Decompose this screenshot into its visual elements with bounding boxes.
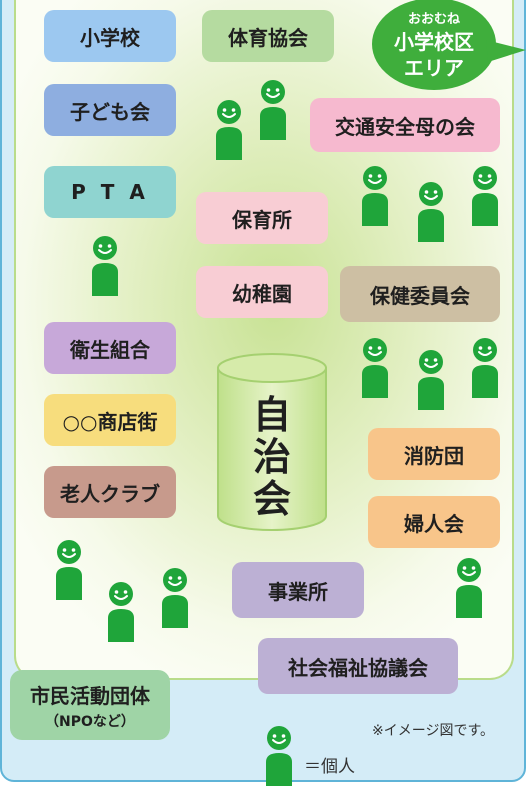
neighborhood-association-cylinder: 自 治 会 [216, 352, 328, 532]
center-label: 自 治 会 [216, 394, 328, 520]
box-fire-brigade: 消防団 [368, 428, 500, 480]
person-icon [256, 80, 290, 140]
person-icon [414, 350, 448, 410]
box-kindergarten: 幼稚園 [196, 266, 328, 318]
area-badge-line1: 小学校区 [394, 30, 474, 54]
box-traffic-safety-mothers: 交通安全母の会 [310, 98, 500, 152]
person-icon [468, 166, 502, 226]
civic-group-sub: （NPOなど） [45, 713, 135, 730]
person-icon [52, 540, 86, 600]
person-icon [468, 338, 502, 398]
area-badge-line2: エリア [404, 56, 464, 80]
person-icon [158, 568, 192, 628]
area-badge: おおむね 小学校区 エリア [368, 0, 526, 100]
legend-person-icon [262, 726, 296, 786]
box-sports-association: 体育協会 [202, 10, 334, 62]
legend-label: ＝個人 [304, 757, 355, 777]
box-shopping-street: ○○商店街 [44, 394, 176, 446]
civic-group-title: 市民活動団体 [30, 683, 150, 708]
box-womens-association: 婦人会 [368, 496, 500, 548]
box-sanitation-association: 衛生組合 [44, 322, 176, 374]
person-icon [358, 338, 392, 398]
center-line-2: 治 [252, 435, 291, 479]
person-icon [104, 582, 138, 642]
box-business-office: 事業所 [232, 562, 364, 618]
person-icon [88, 236, 122, 296]
box-elementary-school: 小学校 [44, 10, 176, 62]
person-icon [358, 166, 392, 226]
center-line-3: 会 [252, 477, 291, 521]
speech-bubble-shape [372, 0, 526, 90]
box-pta: P T A [44, 166, 176, 218]
center-line-1: 自 [252, 393, 291, 437]
box-seniors-club: 老人クラブ [44, 466, 176, 518]
image-note: ※イメージ図です。 [372, 723, 495, 739]
box-civic-group: 市民活動団体 （NPOなど） [10, 670, 170, 740]
person-icon [452, 558, 486, 618]
box-social-welfare-council: 社会福祉協議会 [258, 638, 458, 694]
box-nursery-school: 保育所 [196, 192, 328, 244]
box-childrens-association: 子ども会 [44, 84, 176, 136]
box-health-committee: 保健委員会 [340, 266, 500, 322]
person-icon [414, 182, 448, 242]
person-icon [212, 100, 246, 160]
area-badge-kana: おおむね [407, 12, 460, 27]
cylinder-shape [217, 353, 327, 531]
